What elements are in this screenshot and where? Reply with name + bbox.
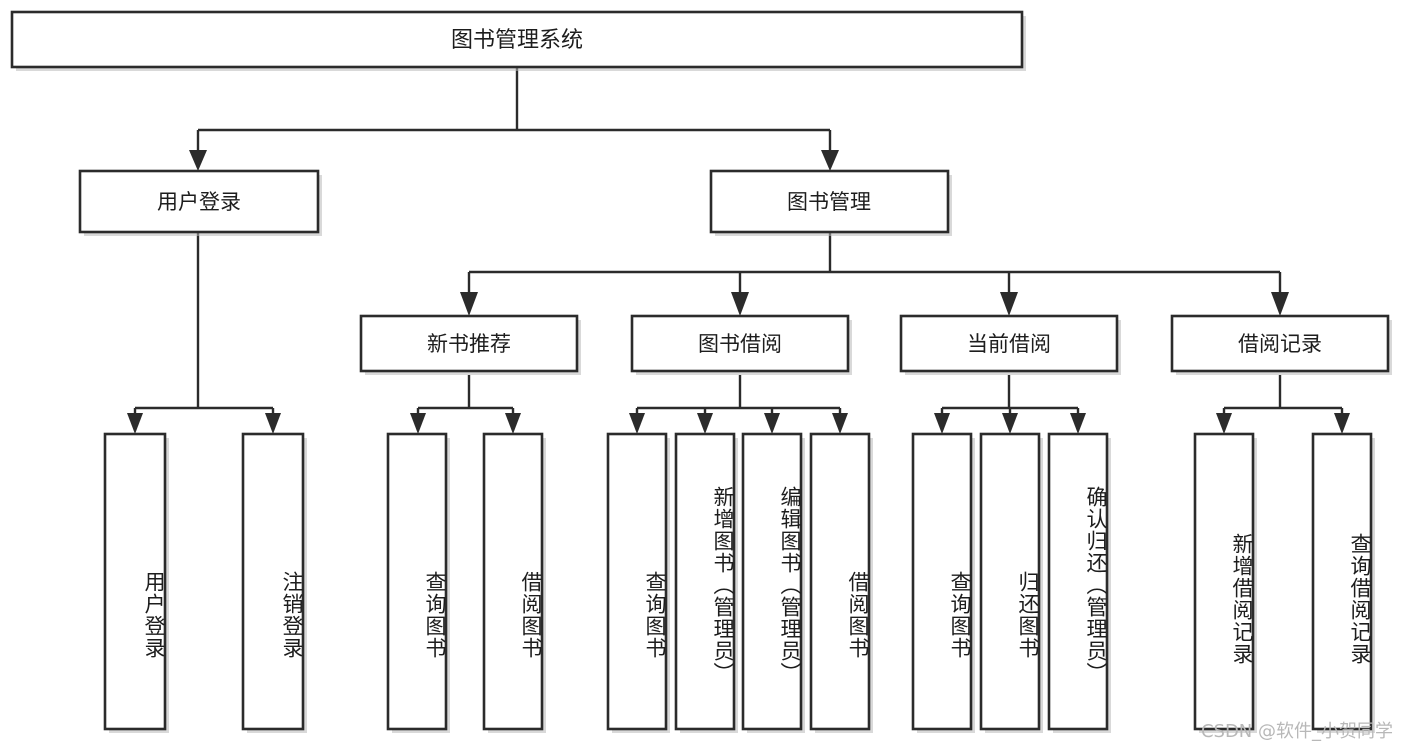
node-leaf-query-book-borrow[interactable] <box>606 432 670 733</box>
node-root[interactable]: 图书管理系统 <box>10 10 1026 71</box>
arrow-head-leaf-borrow-book-rec <box>505 413 521 434</box>
node-user-login-box <box>78 169 320 234</box>
node-leaf-query-record[interactable] <box>1311 432 1375 733</box>
arrow-head-leaf-return-book <box>1002 413 1018 434</box>
node-new-book-recommend[interactable]: 新书推荐 <box>359 314 581 375</box>
node-leaf-user-login[interactable] <box>103 432 169 733</box>
arrow-head-current-borrow <box>1000 292 1018 316</box>
connector-group-borrow-record <box>1216 375 1350 434</box>
node-leaf-user-logout[interactable] <box>241 432 307 733</box>
node-leaf-return-book[interactable] <box>979 432 1043 733</box>
arrow-head-leaf-query-record <box>1334 413 1350 434</box>
arrow-head-book-borrow <box>731 292 749 316</box>
arrow-head-leaf-query-book-borrow <box>629 413 645 434</box>
node-leaf-return-book-box <box>979 432 1041 731</box>
node-leaf-confirm-return-box <box>1047 432 1109 731</box>
node-current-borrow-box <box>899 314 1119 373</box>
arrow-head-leaf-confirm-return <box>1070 413 1086 434</box>
node-current-borrow[interactable]: 当前借阅 <box>899 314 1121 375</box>
connector-group-book-manage <box>460 232 1289 316</box>
node-leaf-add-book[interactable] <box>674 432 738 733</box>
arrow-head-leaf-user-login <box>127 413 143 434</box>
node-leaf-borrow-book[interactable] <box>809 432 873 733</box>
node-leaf-user-logout-box <box>241 432 305 731</box>
arrow-head-leaf-borrow-book <box>832 413 848 434</box>
node-root-box <box>10 10 1024 69</box>
node-leaf-edit-book-box <box>741 432 803 731</box>
node-leaf-add-record[interactable] <box>1193 432 1257 733</box>
node-leaf-edit-book[interactable] <box>741 432 805 733</box>
node-book-borrow-label: 图书借阅 <box>698 332 782 356</box>
node-user-login[interactable]: 用户登录 <box>78 169 322 236</box>
node-new-book-recommend-label: 新书推荐 <box>427 332 511 356</box>
node-leaf-borrow-book-rec-box <box>482 432 544 731</box>
node-new-book-recommend-box <box>359 314 579 373</box>
node-leaf-query-book-rec-box <box>386 432 448 731</box>
node-book-borrow-box <box>630 314 850 373</box>
node-book-manage[interactable]: 图书管理 <box>709 169 952 236</box>
node-leaf-borrow-book-box <box>809 432 871 731</box>
node-book-borrow[interactable]: 图书借阅 <box>630 314 852 375</box>
arrow-head-leaf-add-record <box>1216 413 1232 434</box>
node-book-manage-box <box>709 169 950 234</box>
node-leaf-query-book-borrow-box <box>606 432 668 731</box>
connector-group-user-login <box>127 232 281 434</box>
arrow-head-leaf-edit-book <box>764 413 780 434</box>
node-leaf-query-book-current-box <box>911 432 973 731</box>
arrow-head-book-manage <box>821 150 839 171</box>
arrow-head-leaf-add-book <box>697 413 713 434</box>
node-leaf-user-login-box <box>103 432 167 731</box>
csdn-watermark: CSDN @软件_小贺同学 <box>1200 721 1393 742</box>
node-borrow-record-box <box>1170 314 1390 373</box>
node-leaf-query-book-current[interactable] <box>911 432 975 733</box>
arrow-head-new-book-recommend <box>460 292 478 316</box>
node-leaf-borrow-book-rec[interactable] <box>482 432 546 733</box>
node-user-login-label: 用户登录 <box>157 190 241 214</box>
arrow-head-leaf-query-book-current <box>934 413 950 434</box>
connector-group-current-borrow <box>934 375 1086 434</box>
connector-group-new-book-recommend <box>410 375 521 434</box>
arrow-head-borrow-record <box>1271 292 1289 316</box>
node-current-borrow-label: 当前借阅 <box>967 332 1051 356</box>
node-book-manage-label: 图书管理 <box>787 190 871 214</box>
node-leaf-query-book-rec[interactable] <box>386 432 450 733</box>
connector-group-root <box>189 67 839 171</box>
node-root-label: 图书管理系统 <box>451 28 583 53</box>
arrow-head-user-login <box>189 150 207 171</box>
arrow-head-leaf-query-book-rec <box>410 413 426 434</box>
arrow-head-leaf-user-logout <box>265 413 281 434</box>
node-borrow-record-label: 借阅记录 <box>1238 332 1322 356</box>
connector-group-book-borrow <box>629 375 848 434</box>
node-leaf-query-record-box <box>1311 432 1373 731</box>
node-leaf-add-record-box <box>1193 432 1255 731</box>
node-borrow-record[interactable]: 借阅记录 <box>1170 314 1392 375</box>
node-leaf-add-book-box <box>674 432 736 731</box>
node-leaf-confirm-return[interactable] <box>1047 432 1111 733</box>
